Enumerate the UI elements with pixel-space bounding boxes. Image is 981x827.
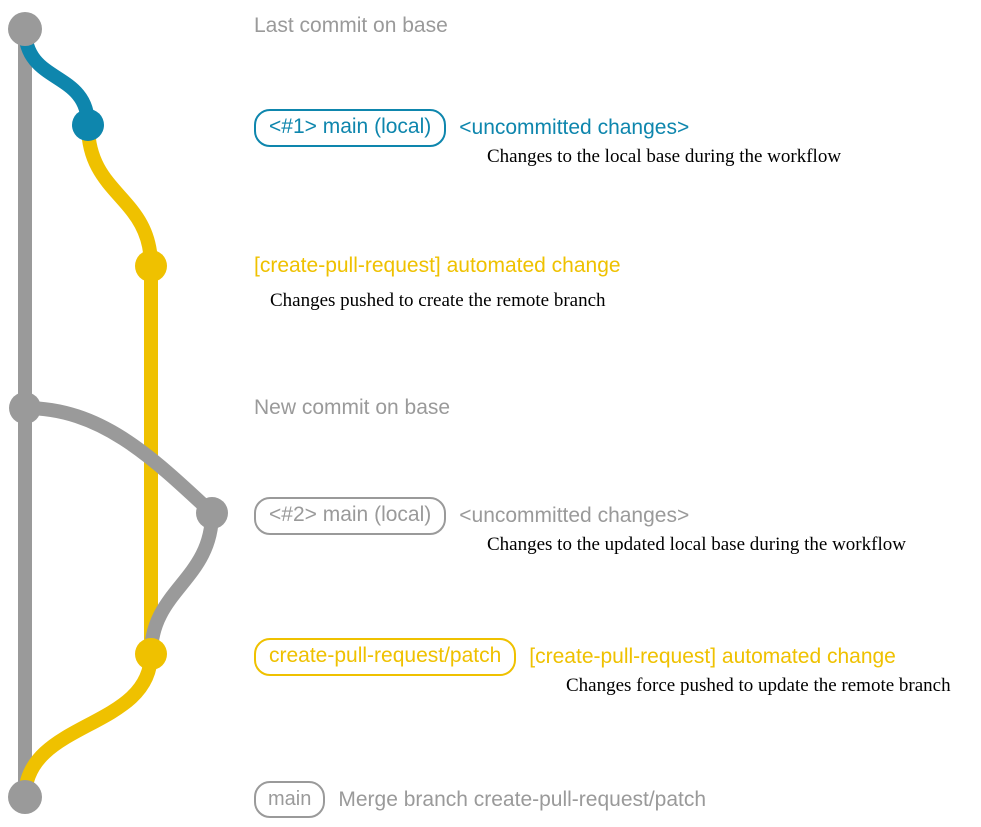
commit-node-local-main-1[interactable] — [72, 109, 104, 141]
commit-node-last-commit-on-base[interactable] — [8, 12, 42, 46]
commit-subject: [create-pull-request] automated change — [254, 254, 621, 277]
commit-subject: New commit on base — [254, 396, 451, 419]
commit-subject: Merge branch create-pull-request/patch — [338, 787, 707, 811]
patch-merge-line — [18, 647, 158, 804]
commit-detail-automated-change-1: Changes pushed to create the remote bran… — [270, 290, 606, 311]
commit-row-last-commit-on-base: Last commit on base — [254, 14, 448, 38]
commit-node-automated-change-1[interactable] — [135, 250, 167, 282]
updated-local-branch-line — [18, 401, 219, 520]
commit-row-automated-change-1: [create-pull-request] automated change — [254, 254, 621, 278]
commit-node-merge[interactable] — [8, 780, 42, 814]
commit-subject: <uncommitted changes> — [459, 116, 690, 139]
commit-row-new-commit-on-base: New commit on base — [254, 396, 450, 420]
commit-subject: <uncommitted changes> — [459, 504, 690, 527]
ref-badge-local-main-2[interactable]: <#2> main (local) — [254, 497, 447, 535]
commit-node-new-commit-on-base[interactable] — [9, 392, 41, 424]
commit-row-local-main-1: <#1> main (local) <uncommitted changes> — [254, 109, 689, 147]
patch-create-line — [81, 118, 158, 273]
commit-subject: [create-pull-request] automated change — [529, 645, 896, 668]
commit-row-merge: main Merge branch create-pull-request/pa… — [254, 781, 706, 818]
ref-badge-main[interactable]: main — [254, 781, 326, 818]
ref-badge-create-pull-request-patch[interactable]: create-pull-request/patch — [254, 638, 517, 676]
commit-row-automated-change-2: create-pull-request/patch [create-pull-r… — [254, 638, 896, 676]
updated-local-to-patch-line — [144, 506, 219, 661]
commit-subject: Last commit on base — [254, 14, 448, 37]
ref-badge-local-main-1[interactable]: <#1> main (local) — [254, 109, 447, 147]
commit-detail-automated-change-2: Changes force pushed to update the remot… — [566, 675, 951, 696]
commit-node-automated-change-2[interactable] — [135, 638, 167, 670]
local-main-branch-line — [18, 22, 95, 132]
commit-node-local-main-2[interactable] — [196, 497, 228, 529]
commit-detail-local-main-2: Changes to the updated local base during… — [487, 534, 906, 555]
commit-detail-local-main-1: Changes to the local base during the wor… — [487, 146, 842, 167]
commit-row-local-main-2: <#2> main (local) <uncommitted changes> — [254, 497, 689, 535]
